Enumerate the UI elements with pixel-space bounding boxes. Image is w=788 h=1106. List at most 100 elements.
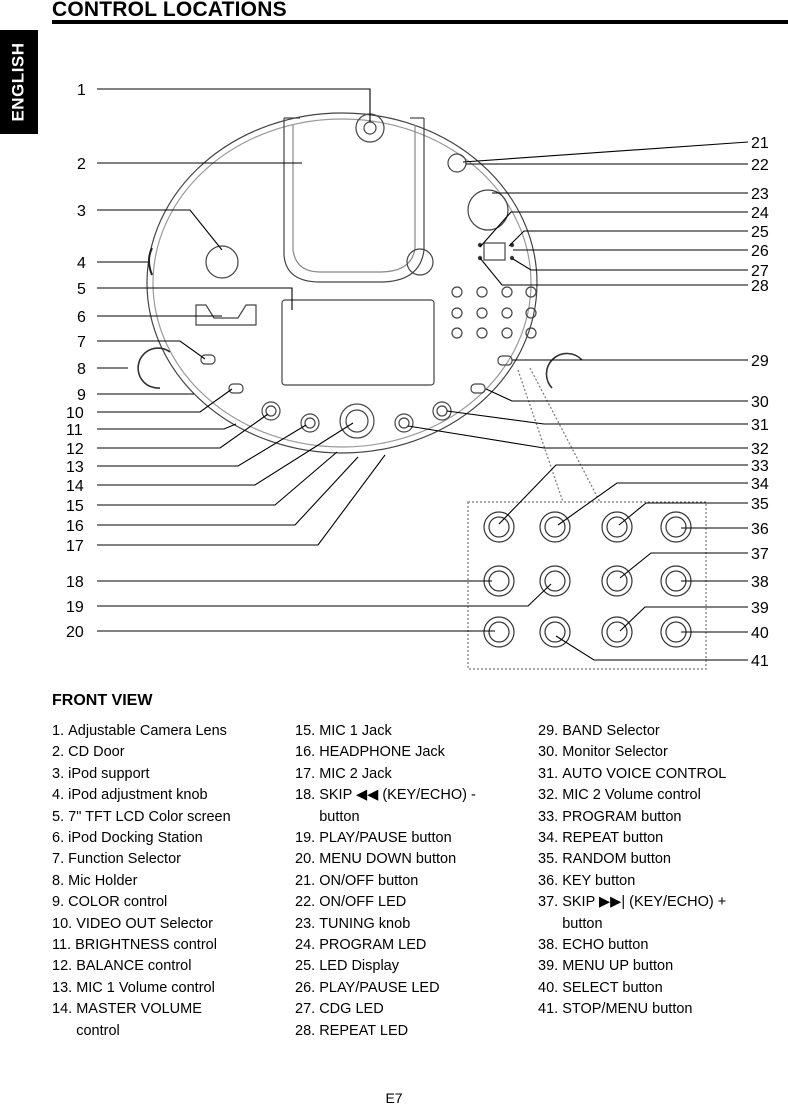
legend-text: BAND Selector [562, 723, 660, 739]
callout-12: 12 [66, 441, 84, 458]
callout-9: 9 [77, 387, 86, 404]
device-body [137, 112, 601, 503]
ipod-adjust-knob [148, 247, 153, 276]
legend-num: 2. [52, 744, 65, 761]
mic-holder-left [137, 347, 171, 389]
callout-38: 38 [751, 574, 769, 591]
callout-39: 39 [751, 600, 769, 617]
callout-2: 2 [77, 156, 86, 173]
callout-25: 25 [751, 224, 769, 241]
legend-num: 23. [295, 915, 316, 932]
callout-22: 22 [751, 157, 769, 174]
legend-num: 18. [295, 787, 316, 804]
legend-num: 40. [538, 979, 559, 996]
legend-column-2: 15. MIC 1 Jack 16. HEADPHONE Jack 17. MI… [295, 721, 476, 1042]
device-outline [146, 112, 538, 454]
legend-text: HEADPHONE Jack [319, 744, 445, 761]
legend-item: 17. MIC 2 Jack [295, 764, 476, 785]
callout-11: 11 [66, 422, 83, 439]
mic2-volume [394, 413, 414, 433]
zoom-buttons [483, 511, 692, 648]
legend-item: 20. MENU DOWN button [295, 849, 476, 870]
legend-num: 30. [538, 744, 559, 761]
legend-num: 3. [52, 765, 65, 782]
legend-text: VIDEO OUT Selector [76, 915, 213, 932]
legend-num: 12. [52, 958, 73, 975]
legend-num: 26. [295, 979, 316, 996]
legend-text: CDG LED [319, 1001, 384, 1018]
callout-30: 30 [751, 394, 769, 411]
callout-3: 3 [77, 203, 86, 220]
callout-40: 40 [751, 625, 769, 642]
legend-num: 19. [295, 830, 316, 847]
legend-item: 16. HEADPHONE Jack [295, 742, 476, 763]
callout-20: 20 [66, 624, 84, 641]
legend-item: 10. VIDEO OUT Selector [52, 914, 231, 935]
legend-num: 39. [538, 958, 559, 975]
legend-num: 8. [52, 872, 65, 889]
legend-num: 24. [295, 937, 316, 954]
legend-item: 4. iPod adjustment knob [52, 785, 231, 806]
callout-5: 5 [77, 281, 86, 298]
onoff-button [447, 153, 467, 173]
legend-num: 21. [295, 872, 316, 889]
legend-text: SKIP ▶▶| (KEY/ECHO) + button [562, 894, 727, 932]
small-button-grid [451, 286, 537, 339]
callout-18: 18 [66, 574, 84, 591]
callout-37: 37 [751, 546, 769, 563]
legend-num: 33. [538, 808, 559, 825]
callout-28: 28 [751, 278, 769, 295]
title-rule [52, 20, 788, 24]
legend-text: CD Door [68, 744, 125, 761]
legend-num: 11. [52, 937, 72, 954]
legend-item: 9. COLOR control [52, 892, 231, 913]
legend-text: ON/OFF button [319, 872, 419, 889]
legend-num: 9. [52, 894, 65, 911]
legend-num: 34. [538, 830, 559, 847]
language-tab: ENGLISH [0, 30, 38, 134]
legend-num: 38. [538, 937, 559, 954]
legend-num: 29. [538, 723, 559, 739]
legend-num: 15. [295, 723, 316, 739]
legend-item: 22. ON/OFF LED [295, 892, 476, 913]
legend-text: SELECT button [562, 979, 663, 996]
legend-item: 13. MIC 1 Volume control [52, 978, 231, 999]
legend-item: 11. BRIGHTNESS control [52, 935, 231, 956]
page-number: E7 [385, 1090, 403, 1106]
legend-item: 3. iPod support [52, 764, 231, 785]
tft-screen [281, 299, 435, 386]
legend-num: 6. [52, 830, 65, 847]
legend-item: 33. PROGRAM button [538, 807, 726, 828]
legend-item: 41. STOP/MENU button [538, 999, 726, 1020]
legend-text: REPEAT LED [319, 1022, 409, 1039]
callout-8: 8 [77, 361, 86, 378]
callout-26: 26 [751, 243, 769, 260]
legend-num: 31. [538, 765, 559, 782]
legend-item: 18. SKIP ◀◀ (KEY/ECHO) - button [295, 785, 476, 828]
legend-text: iPod adjustment knob [68, 787, 208, 804]
callout-19: 19 [66, 599, 84, 616]
callout-17: 17 [66, 538, 84, 555]
legend-item: 21. ON/OFF button [295, 871, 476, 892]
legend-text: MENU DOWN button [319, 851, 457, 868]
legend-num: 13. [52, 979, 73, 996]
legend-text: AUTO VOICE CONTROL [562, 765, 727, 782]
device-inner-outline [152, 118, 532, 448]
legend-num: 5. [52, 808, 65, 825]
callout-36: 36 [751, 521, 769, 538]
legend-text: BALANCE control [76, 958, 192, 975]
button-panel-zoom [467, 501, 707, 670]
legend-item: 35. RANDOM button [538, 849, 726, 870]
callout-15: 15 [66, 498, 84, 515]
legend-item: 36. KEY button [538, 871, 726, 892]
legend-num: 27. [295, 1001, 316, 1018]
legend-text: COLOR control [68, 894, 168, 911]
legend-item: 40. SELECT button [538, 978, 726, 999]
legend-num: 36. [538, 872, 559, 889]
legend-item: 1. Adjustable Camera Lens [52, 721, 231, 742]
legend-num: 32. [538, 787, 559, 804]
legend-text: MENU UP button [562, 958, 674, 975]
legend-text: RANDOM button [562, 851, 671, 868]
monitor-selector [470, 383, 486, 394]
legend-item: 29. BAND Selector [538, 721, 726, 742]
